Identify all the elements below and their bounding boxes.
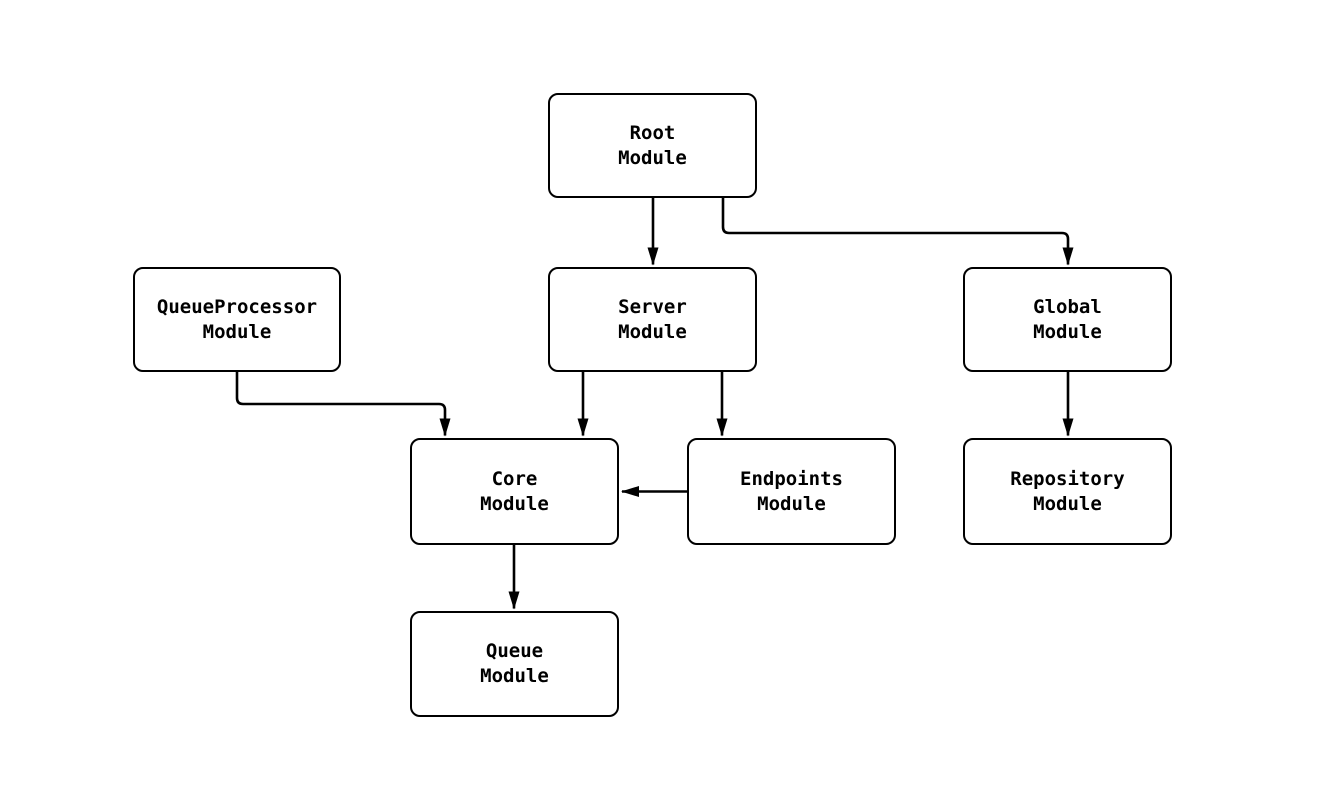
node-repository-module-label: Repository Module [1010, 467, 1125, 515]
node-core-module-label: Core Module [480, 467, 549, 515]
node-root-module-label: Root Module [618, 121, 687, 169]
edge-queueprocessor-to-core [235, 372, 451, 437]
node-global-module-label: Global Module [1033, 295, 1102, 343]
node-core-module: Core Module [410, 438, 619, 545]
node-queueprocessor-module: QueueProcessor Module [133, 267, 341, 372]
node-server-module: Server Module [548, 267, 757, 372]
node-root-module: Root Module [548, 93, 757, 198]
node-queue-module-label: Queue Module [480, 640, 549, 687]
node-server-module-label: Server Module [618, 295, 687, 343]
node-queue-module: Queue Module [410, 611, 619, 717]
node-endpoints-module: Endpoints Module [687, 438, 896, 545]
edge-root-to-global [721, 198, 1074, 266]
node-global-module: Global Module [963, 267, 1172, 372]
node-endpoints-module-label: Endpoints Module [740, 467, 843, 515]
node-repository-module: Repository Module [963, 438, 1172, 545]
node-queueprocessor-module-label: QueueProcessor Module [156, 295, 318, 343]
